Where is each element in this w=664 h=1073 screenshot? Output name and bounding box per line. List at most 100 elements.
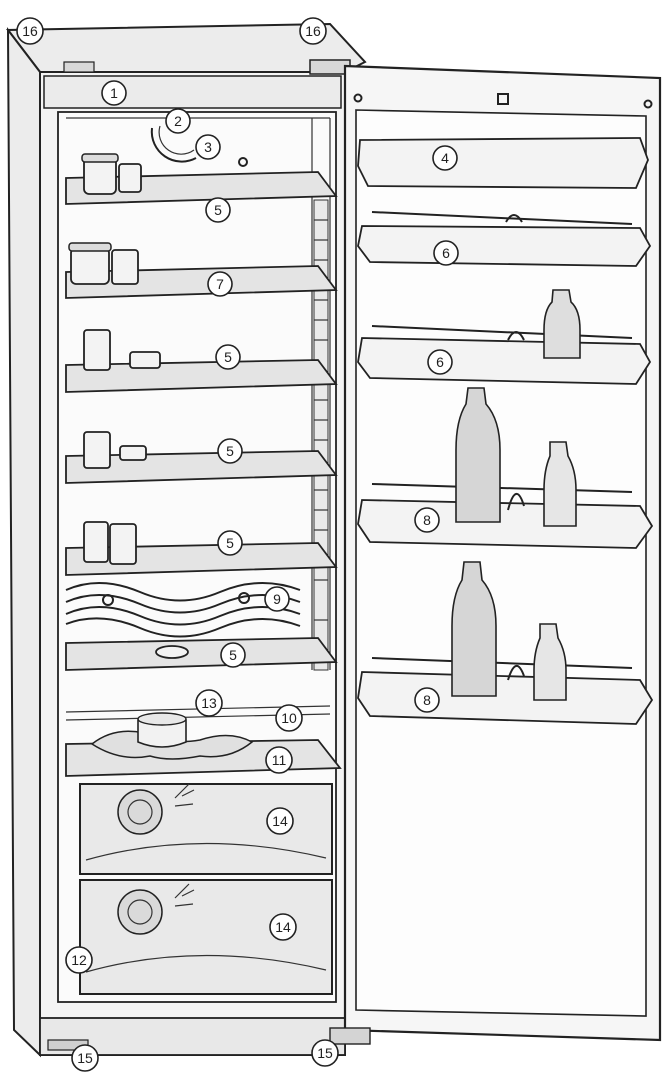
bottom-hinge [329,1027,371,1045]
tin [129,351,161,369]
callout-label: 9 [273,591,281,607]
callout-5: 5 [217,530,243,556]
callout-circle [71,1044,99,1072]
drawer-bottom [79,879,333,995]
callout-circle [205,197,231,223]
callout-16: 16 [299,17,327,45]
cabbage-icon [117,789,163,835]
callout-circle [264,586,290,612]
cake [155,645,189,659]
callout-label: 11 [272,752,287,768]
callout-15: 15 [311,1039,339,1067]
callout-9: 9 [264,586,290,612]
callout-circle [195,134,221,160]
callout-circle [432,145,458,171]
callout-label: 14 [275,919,291,935]
fan-arc [150,127,197,163]
jar [70,247,110,285]
callout-circle [311,1039,339,1067]
shelf-6 [65,637,338,671]
callout-circle [299,17,327,45]
callout-label: 15 [77,1050,93,1066]
yogurt-cup [109,523,137,565]
callout-circle [220,642,246,668]
callout-circle [207,271,233,297]
drawer-top [79,783,333,875]
callout-label: 14 [272,813,288,829]
callout-circle [215,344,241,370]
callout-label: 5 [226,535,234,551]
callout-8: 8 [414,687,440,713]
can [118,163,142,193]
callout-circle [275,704,303,732]
callout-label: 15 [317,1045,333,1061]
door-bin-8-bottom [357,671,654,725]
callout-label: 2 [174,113,182,129]
callout-label: 4 [441,150,449,166]
bottle [533,623,567,701]
callout-label: 10 [281,710,297,726]
callout-4: 4 [432,145,458,171]
cabinet-left-side [6,27,41,1058]
callout-15: 15 [71,1044,99,1072]
callout-circle [269,913,297,941]
callout-11: 11 [265,746,293,774]
can [83,431,111,469]
jar [83,157,117,195]
jars-and-cans [68,153,189,659]
callout-6: 6 [433,240,459,266]
bottle [543,441,577,527]
door-bin-6-top [357,225,652,267]
temperature-knob [238,157,248,167]
callout-circle [65,946,93,974]
callout-label: 3 [204,139,212,155]
callout-1: 1 [101,80,127,106]
control-panel [43,75,342,109]
callout-label: 5 [224,349,232,365]
callout-circle [414,507,440,533]
callout-circle [265,746,293,774]
callout-label: 16 [22,23,38,39]
yogurt-cup [83,521,109,563]
callout-label: 12 [71,952,87,968]
callout-5: 5 [215,344,241,370]
callout-label: 5 [226,443,234,459]
callout-14: 14 [269,913,297,941]
herb-icon [174,883,195,907]
door-bin-4 [357,137,649,189]
door-bin-6-middle [357,337,652,385]
callout-2: 2 [165,108,191,134]
callout-6: 6 [427,349,453,375]
callout-label: 1 [110,85,118,101]
callout-label: 8 [423,512,431,528]
vegetable-drawers [79,783,333,995]
callout-circle [266,807,294,835]
bottle [455,387,501,523]
callout-circle [217,438,243,464]
callout-label: 6 [436,354,444,370]
bottle-rack [65,581,301,638]
bottle [543,289,581,359]
tin [119,445,147,461]
callout-label: 6 [442,245,450,261]
callout-circle [16,17,44,45]
callout-13: 13 [195,689,223,717]
callout-circle [414,687,440,713]
door-bin-8-middle [357,499,654,549]
top-cover-clip [63,61,95,73]
callout-14: 14 [266,807,294,835]
callout-circle [217,530,243,556]
callout-label: 13 [201,695,217,711]
callout-circle [427,349,453,375]
fan-unit [150,125,248,167]
callout-5: 5 [205,197,231,223]
callout-12: 12 [65,946,93,974]
callout-label: 16 [305,23,321,39]
callout-5: 5 [220,642,246,668]
can [111,249,139,285]
callout-circle [433,240,459,266]
callout-circle [101,80,127,106]
door [329,64,662,1045]
